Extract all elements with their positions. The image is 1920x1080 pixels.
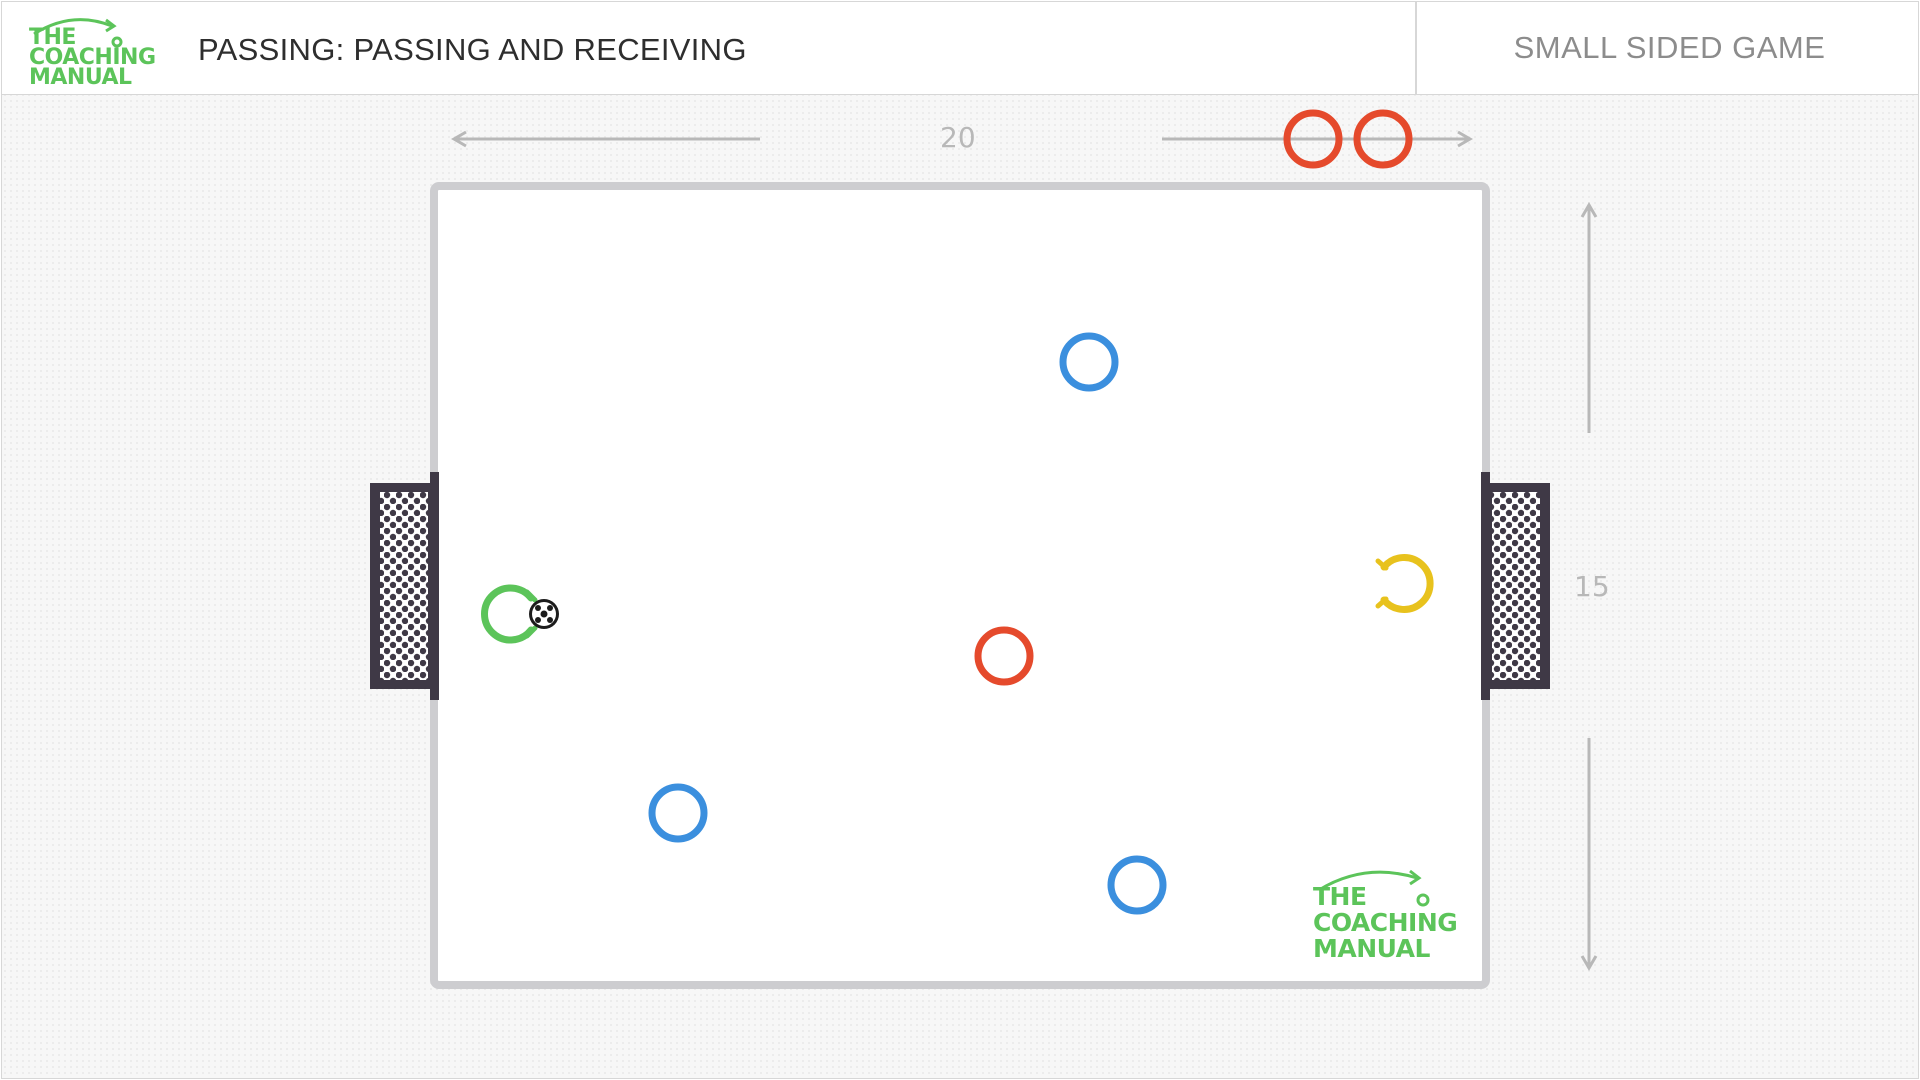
header-divider: [1415, 2, 1417, 94]
pitch-watermark-logo: THE COACHING MANUAL: [1305, 860, 1475, 970]
height-dimension-arrow-icon: [1580, 202, 1598, 971]
red-player: [974, 626, 1034, 686]
yellow-goalkeeper: [1375, 554, 1434, 613]
right-goal-net-icon: [1481, 472, 1550, 700]
green-attacker: [481, 584, 538, 644]
page-title: PASSING: PASSING AND RECEIVING: [198, 32, 747, 67]
red-substitute-player-2: [1353, 109, 1413, 169]
width-dimension-arrow-icon: [451, 130, 1473, 148]
logo-text: THE COACHING MANUAL: [29, 25, 156, 90]
logo-arrow-icon: [33, 18, 123, 48]
watermark-arrow-icon: [1318, 869, 1430, 907]
watermark-logo-text: THE COACHING MANUAL: [1313, 882, 1458, 963]
height-dimension-label: 15: [1574, 570, 1610, 603]
session-category: SMALL SIDED GAME: [1513, 30, 1826, 65]
left-goal-net-icon: [370, 472, 439, 700]
width-dimension-label: 20: [940, 121, 976, 154]
blue-player-3: [1107, 855, 1167, 915]
soccer-ball-icon: [529, 599, 559, 629]
coaching-manual-logo: THE COACHING MANUAL: [22, 12, 162, 92]
header-bar: THE COACHING MANUAL PASSING: PASSING AND…: [2, 2, 1918, 95]
blue-player-1: [1059, 332, 1119, 392]
blue-player-2: [648, 783, 708, 843]
red-substitute-player-1: [1283, 109, 1343, 169]
